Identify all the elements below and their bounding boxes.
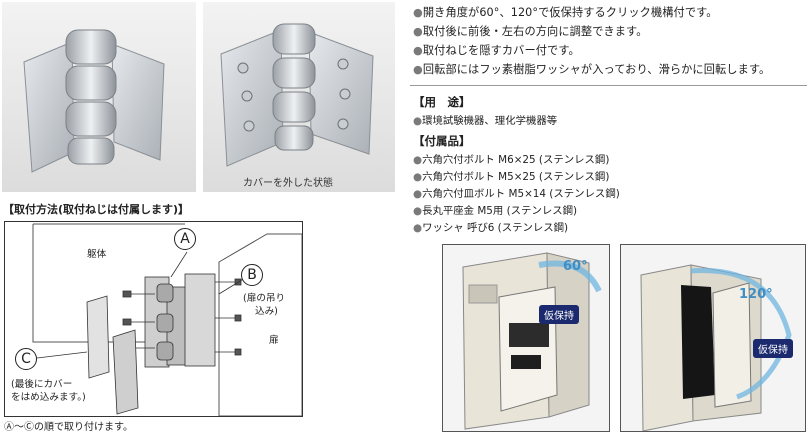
usage-heading: 【用 途】 (413, 95, 471, 109)
label-door: 扉 (269, 335, 279, 346)
accessory-item: ●六角穴付皿ボルト M5×14 (ステンレス鋼) (413, 188, 620, 200)
step-b-marker: B (241, 264, 263, 286)
note-c-line1: (最後にカバー (11, 379, 73, 390)
label-body: 躯体 (87, 249, 107, 260)
cabinet-photo-120: 120° 仮保持 (620, 244, 806, 432)
cabinet-120-image (640, 264, 792, 432)
feature-item: ●回転部にはフッ素樹脂ワッシャが入っており、滑らかに回転します。 (413, 63, 771, 76)
feature-item: ●取付後に前後・左右の方向に調整できます。 (413, 25, 648, 38)
badge-120: 仮保持 (753, 339, 793, 358)
cabinet-60-image (462, 252, 602, 430)
angle-60-label: 60° (563, 259, 588, 274)
note-b-line1: (扉の吊り (243, 293, 286, 304)
mount-title: 【取付方法(取付ねじは付属します)】 (3, 203, 190, 216)
usage-text: ●環境試験機器、理化学機器等 (413, 115, 558, 127)
accessories-heading: 【付属品】 (413, 134, 471, 148)
hinge-open-image (220, 23, 374, 167)
photo-caption: カバーを外した状態 (243, 178, 333, 189)
note-c-line2: をはめ込みます。) (11, 392, 86, 403)
badge-60: 仮保持 (539, 305, 579, 324)
cabinet-photo-60: 60° 仮保持 (442, 244, 610, 432)
mount-diagram: 躯体 扉 A B (扉の吊り 込み) C (最後にカバー をはめ込みます。) (4, 221, 303, 417)
note-b-line2: 込み) (255, 306, 278, 317)
feature-item: ●取付ねじを隠すカバー付です。 (413, 44, 580, 57)
mount-footer: Ⓐ～Ⓒの順で取り付けます。 (4, 422, 133, 433)
accessory-item: ●六角穴付ボルト M6×25 (ステンレス鋼) (413, 154, 610, 166)
step-c-marker: C (15, 348, 37, 370)
hinge-photo (2, 2, 196, 192)
hinge-image (23, 29, 165, 173)
hinge-cover-removed-photo: カバーを外した状態 (203, 2, 395, 192)
step-a-marker: A (174, 228, 196, 250)
accessory-item: ●長丸平座金 M5用 (ステンレス鋼) (413, 205, 578, 217)
accessory-item: ●六角穴付ボルト M5×25 (ステンレス鋼) (413, 171, 610, 183)
divider (410, 85, 807, 86)
mount-diagram-svg (32, 223, 303, 417)
angle-120-label: 120° (739, 287, 773, 302)
feature-item: ●開き角度が60°、120°で仮保持するクリック機構付です。 (413, 6, 718, 19)
accessory-item: ●ワッシャ 呼び6 (ステンレス鋼) (413, 222, 569, 234)
